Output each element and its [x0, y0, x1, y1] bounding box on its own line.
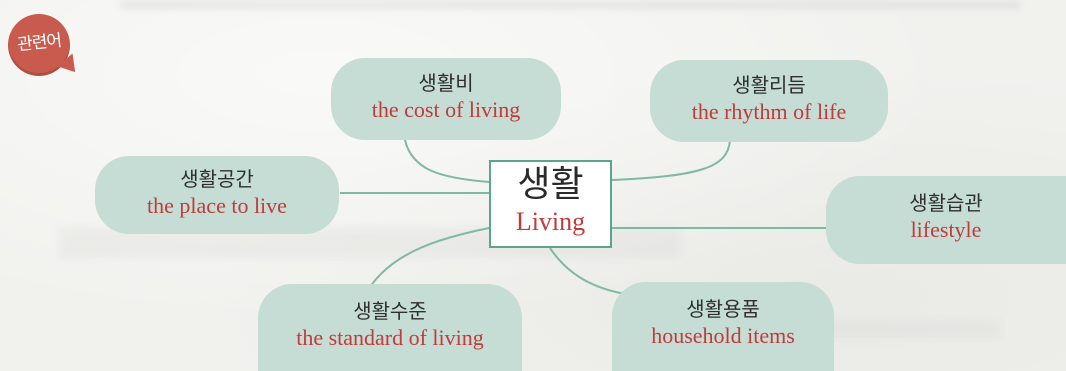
term-korean: 생활공간	[180, 167, 254, 191]
term-korean: 생활수준	[353, 299, 427, 323]
term-bubble-household-items: 생활용품 household items	[612, 282, 834, 371]
related-words-badge	[8, 14, 70, 76]
connector-standard-of-living	[367, 227, 490, 291]
term-bubble-place-to-live: 생활공간 the place to live	[95, 156, 339, 234]
term-english: lifestyle	[910, 217, 982, 242]
term-korean: 생활비	[418, 71, 474, 95]
term-korean: 생활습관	[909, 191, 983, 215]
term-bubble-standard-of-living: 생활수준 the standard of living	[258, 284, 522, 371]
term-korean: 생활리듬	[732, 73, 806, 97]
central-term-box: 생활 Living	[489, 160, 612, 248]
central-term-english: Living	[515, 207, 586, 236]
bleed-through-top	[120, 0, 1020, 10]
term-english: the rhythm of life	[691, 99, 847, 124]
term-korean: 생활용품	[686, 297, 760, 321]
central-term-korean: 생활	[517, 164, 584, 205]
connector-rhythm-of-life	[611, 139, 731, 181]
term-bubble-cost-of-living: 생활비 the cost of living	[331, 58, 561, 140]
term-english: the cost of living	[371, 97, 521, 122]
term-english: household items	[651, 323, 795, 348]
connector-cost-of-living	[404, 139, 490, 183]
term-bubble-rhythm-of-life: 생활리듬 the rhythm of life	[650, 60, 888, 142]
term-bubble-lifestyle: 생활습관 lifestyle	[826, 176, 1066, 264]
term-english: the standard of living	[296, 325, 484, 350]
term-english: the place to live	[147, 193, 287, 218]
